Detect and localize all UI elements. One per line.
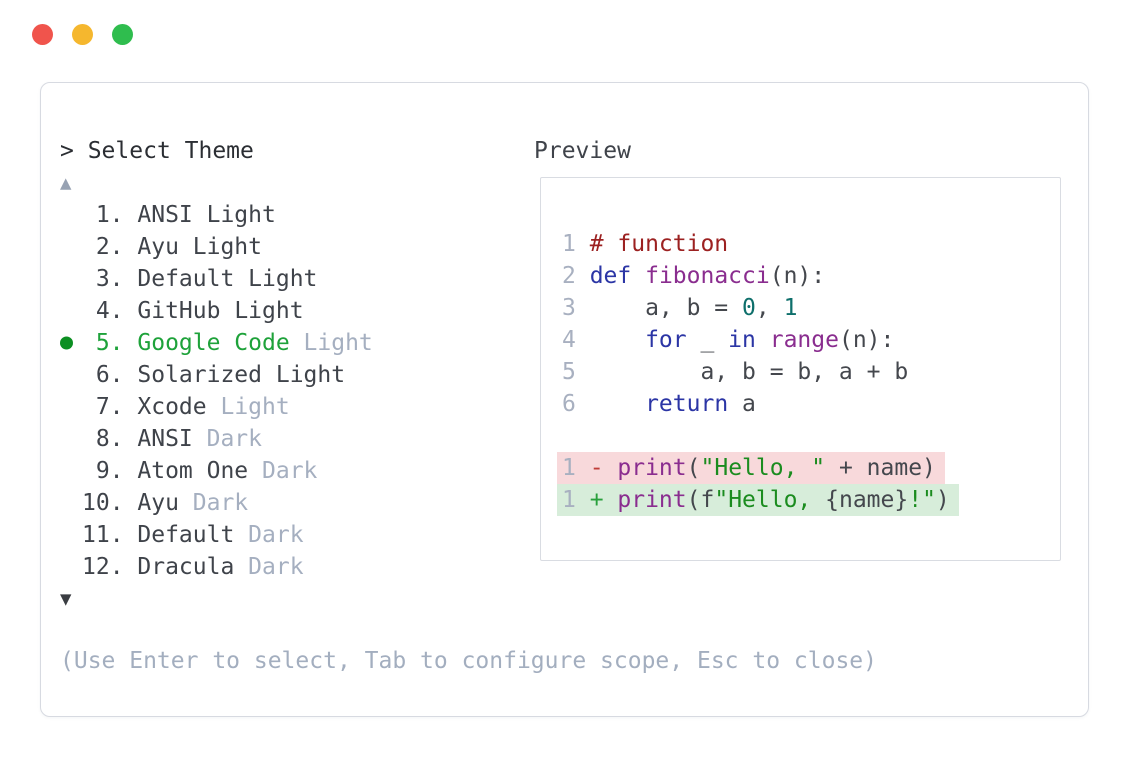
code-line: 6 return a <box>562 388 1060 420</box>
scroll-up-icon[interactable]: ▲ <box>60 172 72 194</box>
help-text: (Use Enter to select, Tab to configure s… <box>60 648 877 674</box>
line-number: 4 <box>562 327 576 353</box>
selected-indicator-icon <box>60 336 73 350</box>
prompt-char: > <box>60 138 74 164</box>
close-button[interactable] <box>32 24 53 45</box>
code-line: 4 for _ in range(n): <box>562 324 1060 356</box>
line-number: 3 <box>562 295 576 321</box>
code-line: 3 a, b = 0, 1 <box>562 292 1060 324</box>
diff-added-line: 1+print(f"Hello, {name}!") <box>557 484 1060 516</box>
select-theme-prompt: > Select Theme <box>60 135 534 167</box>
line-number: 6 <box>562 391 576 417</box>
diff-removed-icon: - <box>589 455 604 481</box>
window-controls <box>32 24 133 45</box>
maximize-button[interactable] <box>112 24 133 45</box>
minimize-button[interactable] <box>72 24 93 45</box>
line-number: 5 <box>562 359 576 385</box>
preview-label: Preview <box>534 138 631 164</box>
diff-removed-line: 1-print("Hello, " + name) <box>557 452 1060 484</box>
page-title: Select Theme <box>87 138 254 164</box>
line-number: 1 <box>562 455 576 481</box>
code-line: 5 a, b = b, a + b <box>562 356 1060 388</box>
line-number: 1 <box>562 231 576 257</box>
diff-added-icon: + <box>589 487 604 513</box>
blank-line <box>562 420 1060 452</box>
line-number: 2 <box>562 263 576 289</box>
code-line: 1# function <box>562 228 1060 260</box>
scroll-down-icon[interactable]: ▼ <box>60 588 72 610</box>
line-number: 1 <box>562 487 576 513</box>
